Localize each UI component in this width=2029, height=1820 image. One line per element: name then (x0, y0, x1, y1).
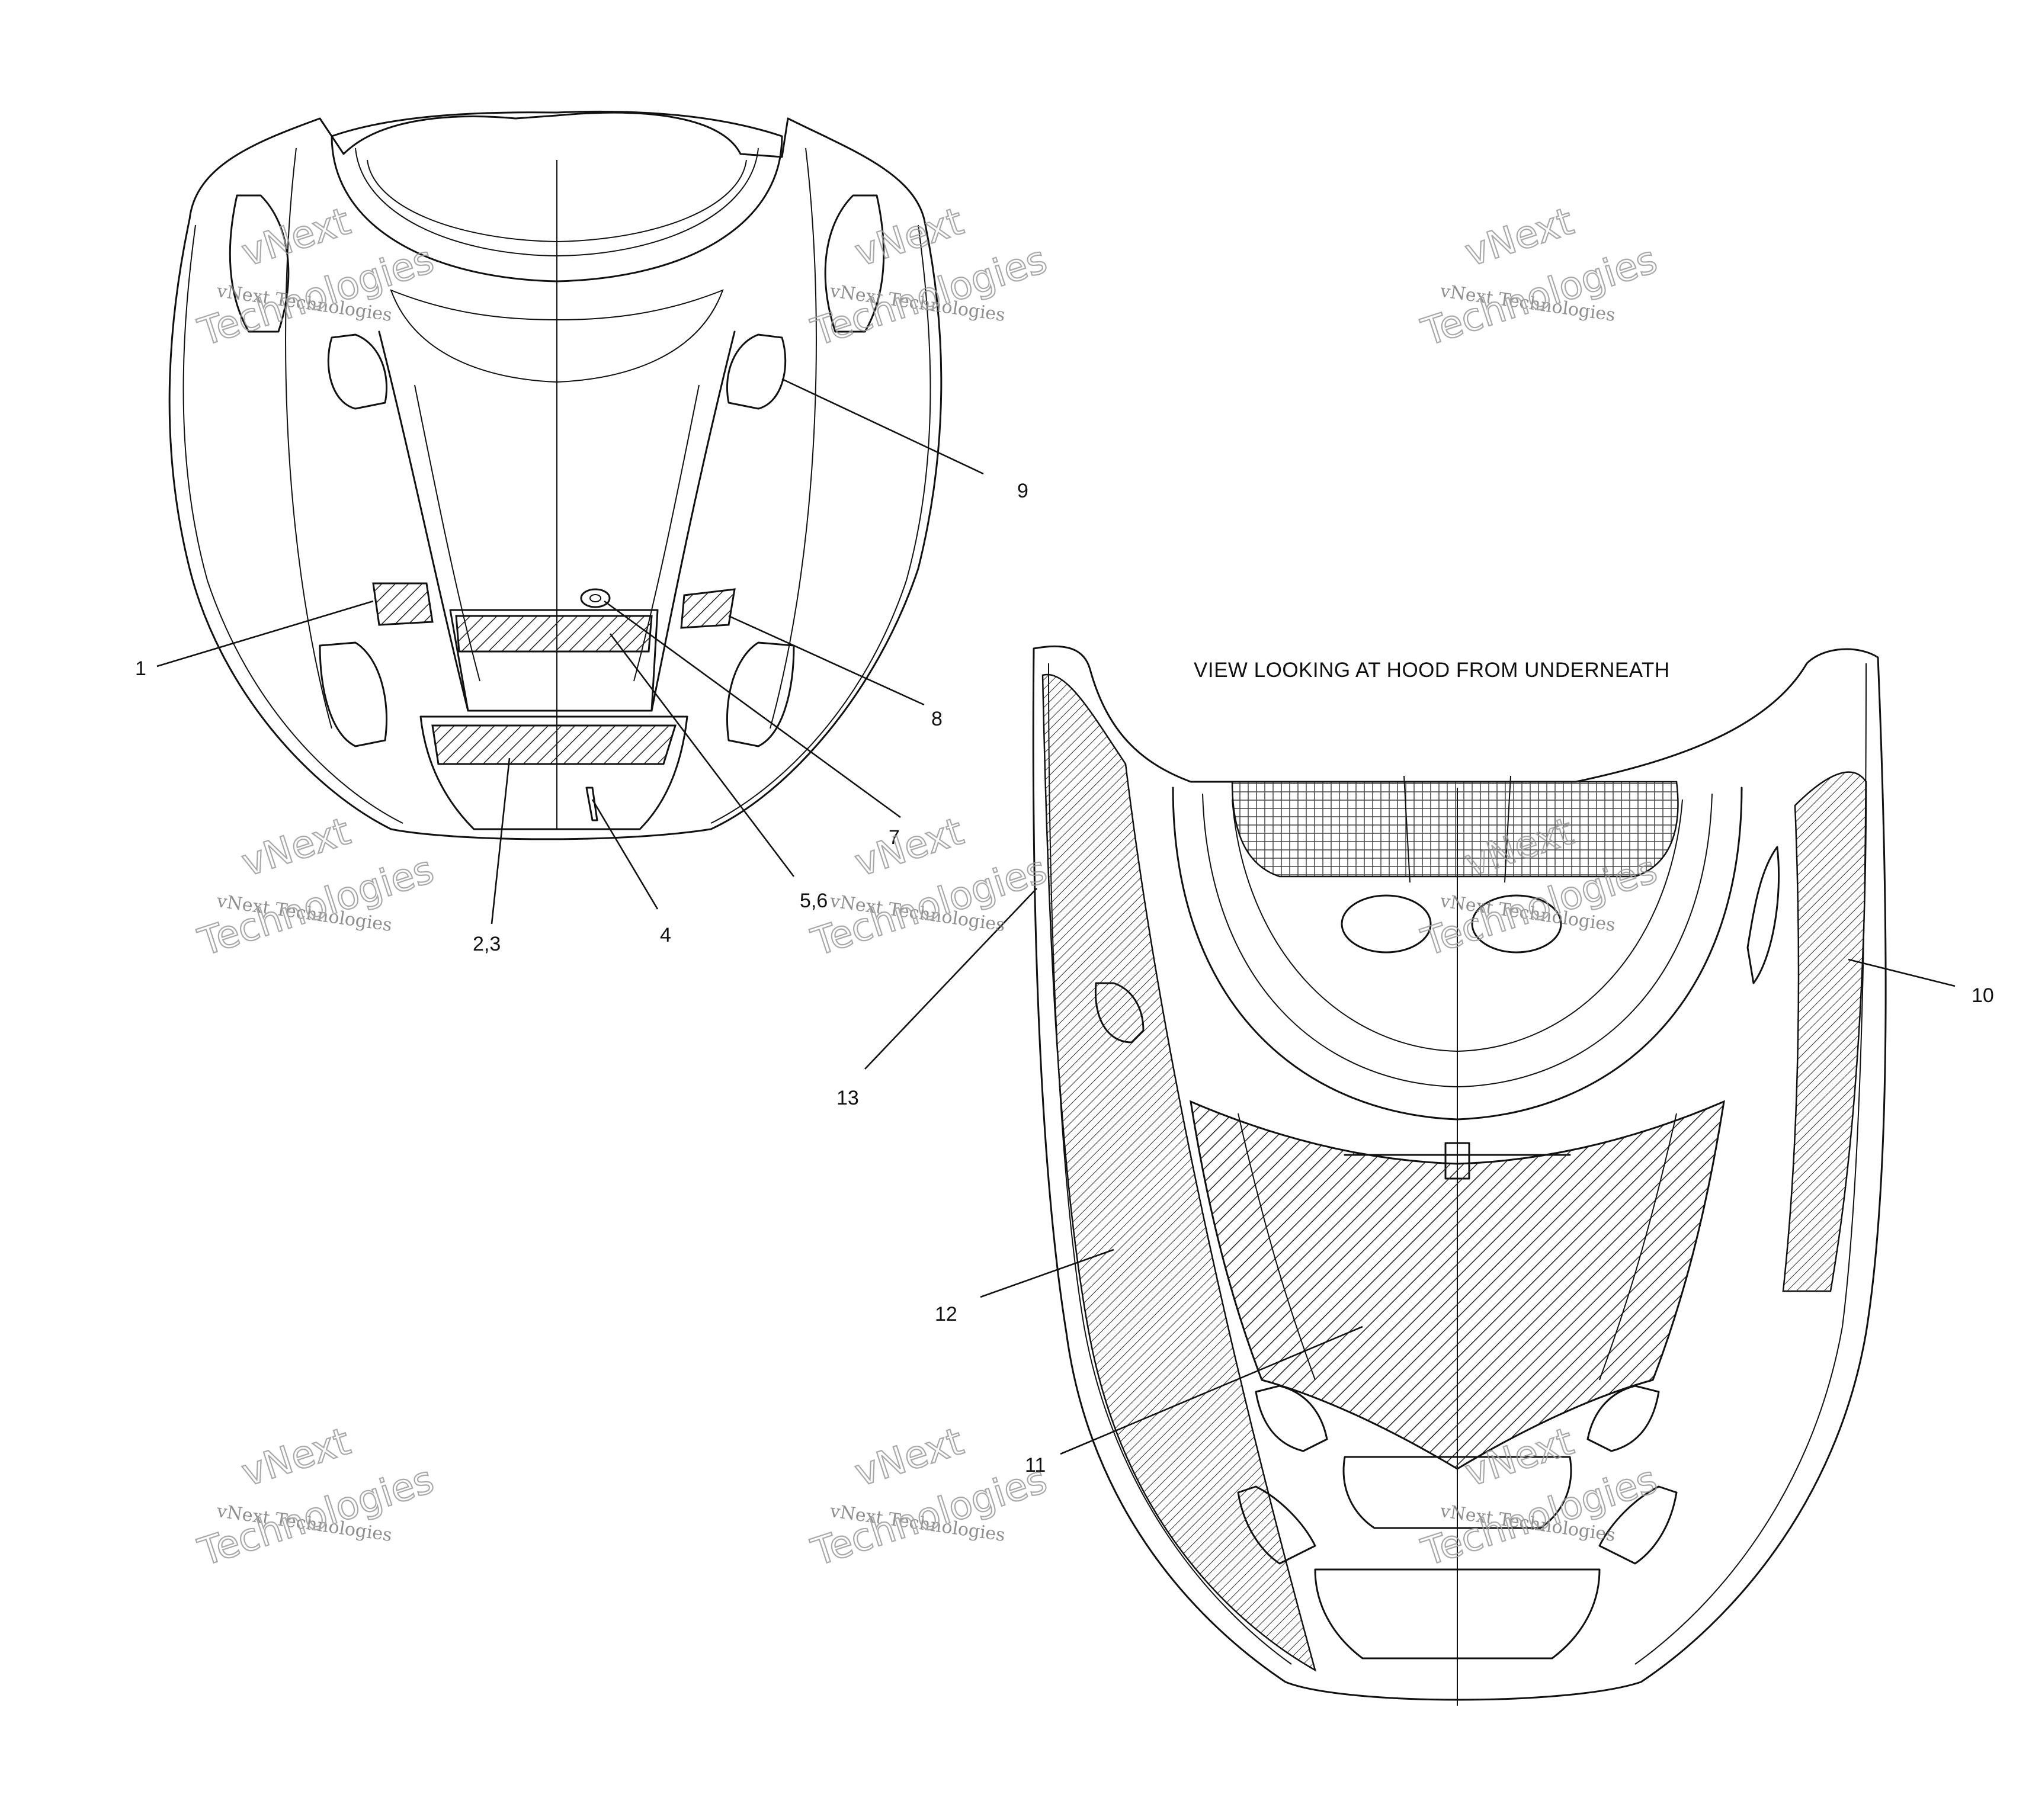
side-vent-right-mid (726, 333, 787, 410)
watermark: vNext vNext Technologies Technologies (193, 809, 440, 966)
callout-10: 10 (1972, 984, 1994, 1007)
lens-right (1471, 894, 1562, 954)
svg-text:vNext: vNext (1460, 200, 1579, 275)
watermark: vNext vNext Technologies Technologies (1416, 199, 1663, 356)
windshield-opening (331, 110, 783, 283)
callout-4: 4 (660, 924, 671, 946)
watermark: vNext vNext Technologies Technologies (806, 1419, 1053, 1576)
hood-outer-shell (168, 111, 943, 840)
callout-12: 12 (935, 1303, 957, 1325)
callout-7: 7 (889, 826, 900, 849)
callout-13: 13 (836, 1087, 859, 1109)
decal-12-13-left-liner (1041, 673, 1317, 1672)
side-vent-right-upper (824, 194, 885, 333)
watermark: vNext vNext Technologies Technologies (193, 1419, 440, 1576)
decal-5-6-center (455, 615, 653, 653)
callout-labels: 1 2,3 4 5,6 7 8 9 10 11 12 13 VIEW LOOKI… (135, 480, 1994, 1476)
pin-4 (585, 787, 598, 821)
callout-5-6: 5,6 (800, 890, 828, 912)
watermark: vNext vNext Technologies Technologies (193, 199, 440, 356)
svg-text:vNext: vNext (850, 810, 969, 885)
insulation-grid-area (1231, 781, 1679, 878)
lens-left (1341, 894, 1432, 954)
callout-8: 8 (931, 708, 943, 730)
svg-text:vNext: vNext (850, 1420, 969, 1495)
svg-text:vNext: vNext (236, 810, 355, 885)
decal-2-3-lower (431, 724, 677, 765)
headlight-lens (390, 289, 724, 383)
decal-1-left-vent (372, 582, 434, 626)
decal-8-right-vent (680, 588, 736, 629)
callout-9: 9 (1017, 480, 1028, 502)
decal-11-center-liner (1190, 1100, 1725, 1470)
underside-outer-shell (1032, 645, 1887, 1701)
watermark: vNext vNext Technologies Technologies (806, 809, 1053, 966)
svg-text:vNext: vNext (236, 200, 355, 275)
side-vent-left-upper (229, 194, 290, 333)
watermark: vNext vNext Technologies Technologies (806, 199, 1053, 356)
callout-11: 11 (1025, 1454, 1046, 1476)
side-vent-left-mid (327, 333, 388, 410)
callout-2-3: 2,3 (473, 933, 501, 955)
decal-10-right-liner (1782, 771, 1867, 1292)
hood-top-view (168, 110, 943, 840)
hood-underside-view (1032, 645, 1887, 1706)
callout-1: 1 (135, 657, 146, 680)
callout-leaders (156, 378, 1956, 1455)
view-title: VIEW LOOKING AT HOOD FROM UNDERNEATH (1194, 659, 1670, 682)
grommet-7 (580, 588, 611, 608)
svg-text:vNext: vNext (850, 200, 969, 275)
svg-text:vNext: vNext (236, 1420, 355, 1495)
